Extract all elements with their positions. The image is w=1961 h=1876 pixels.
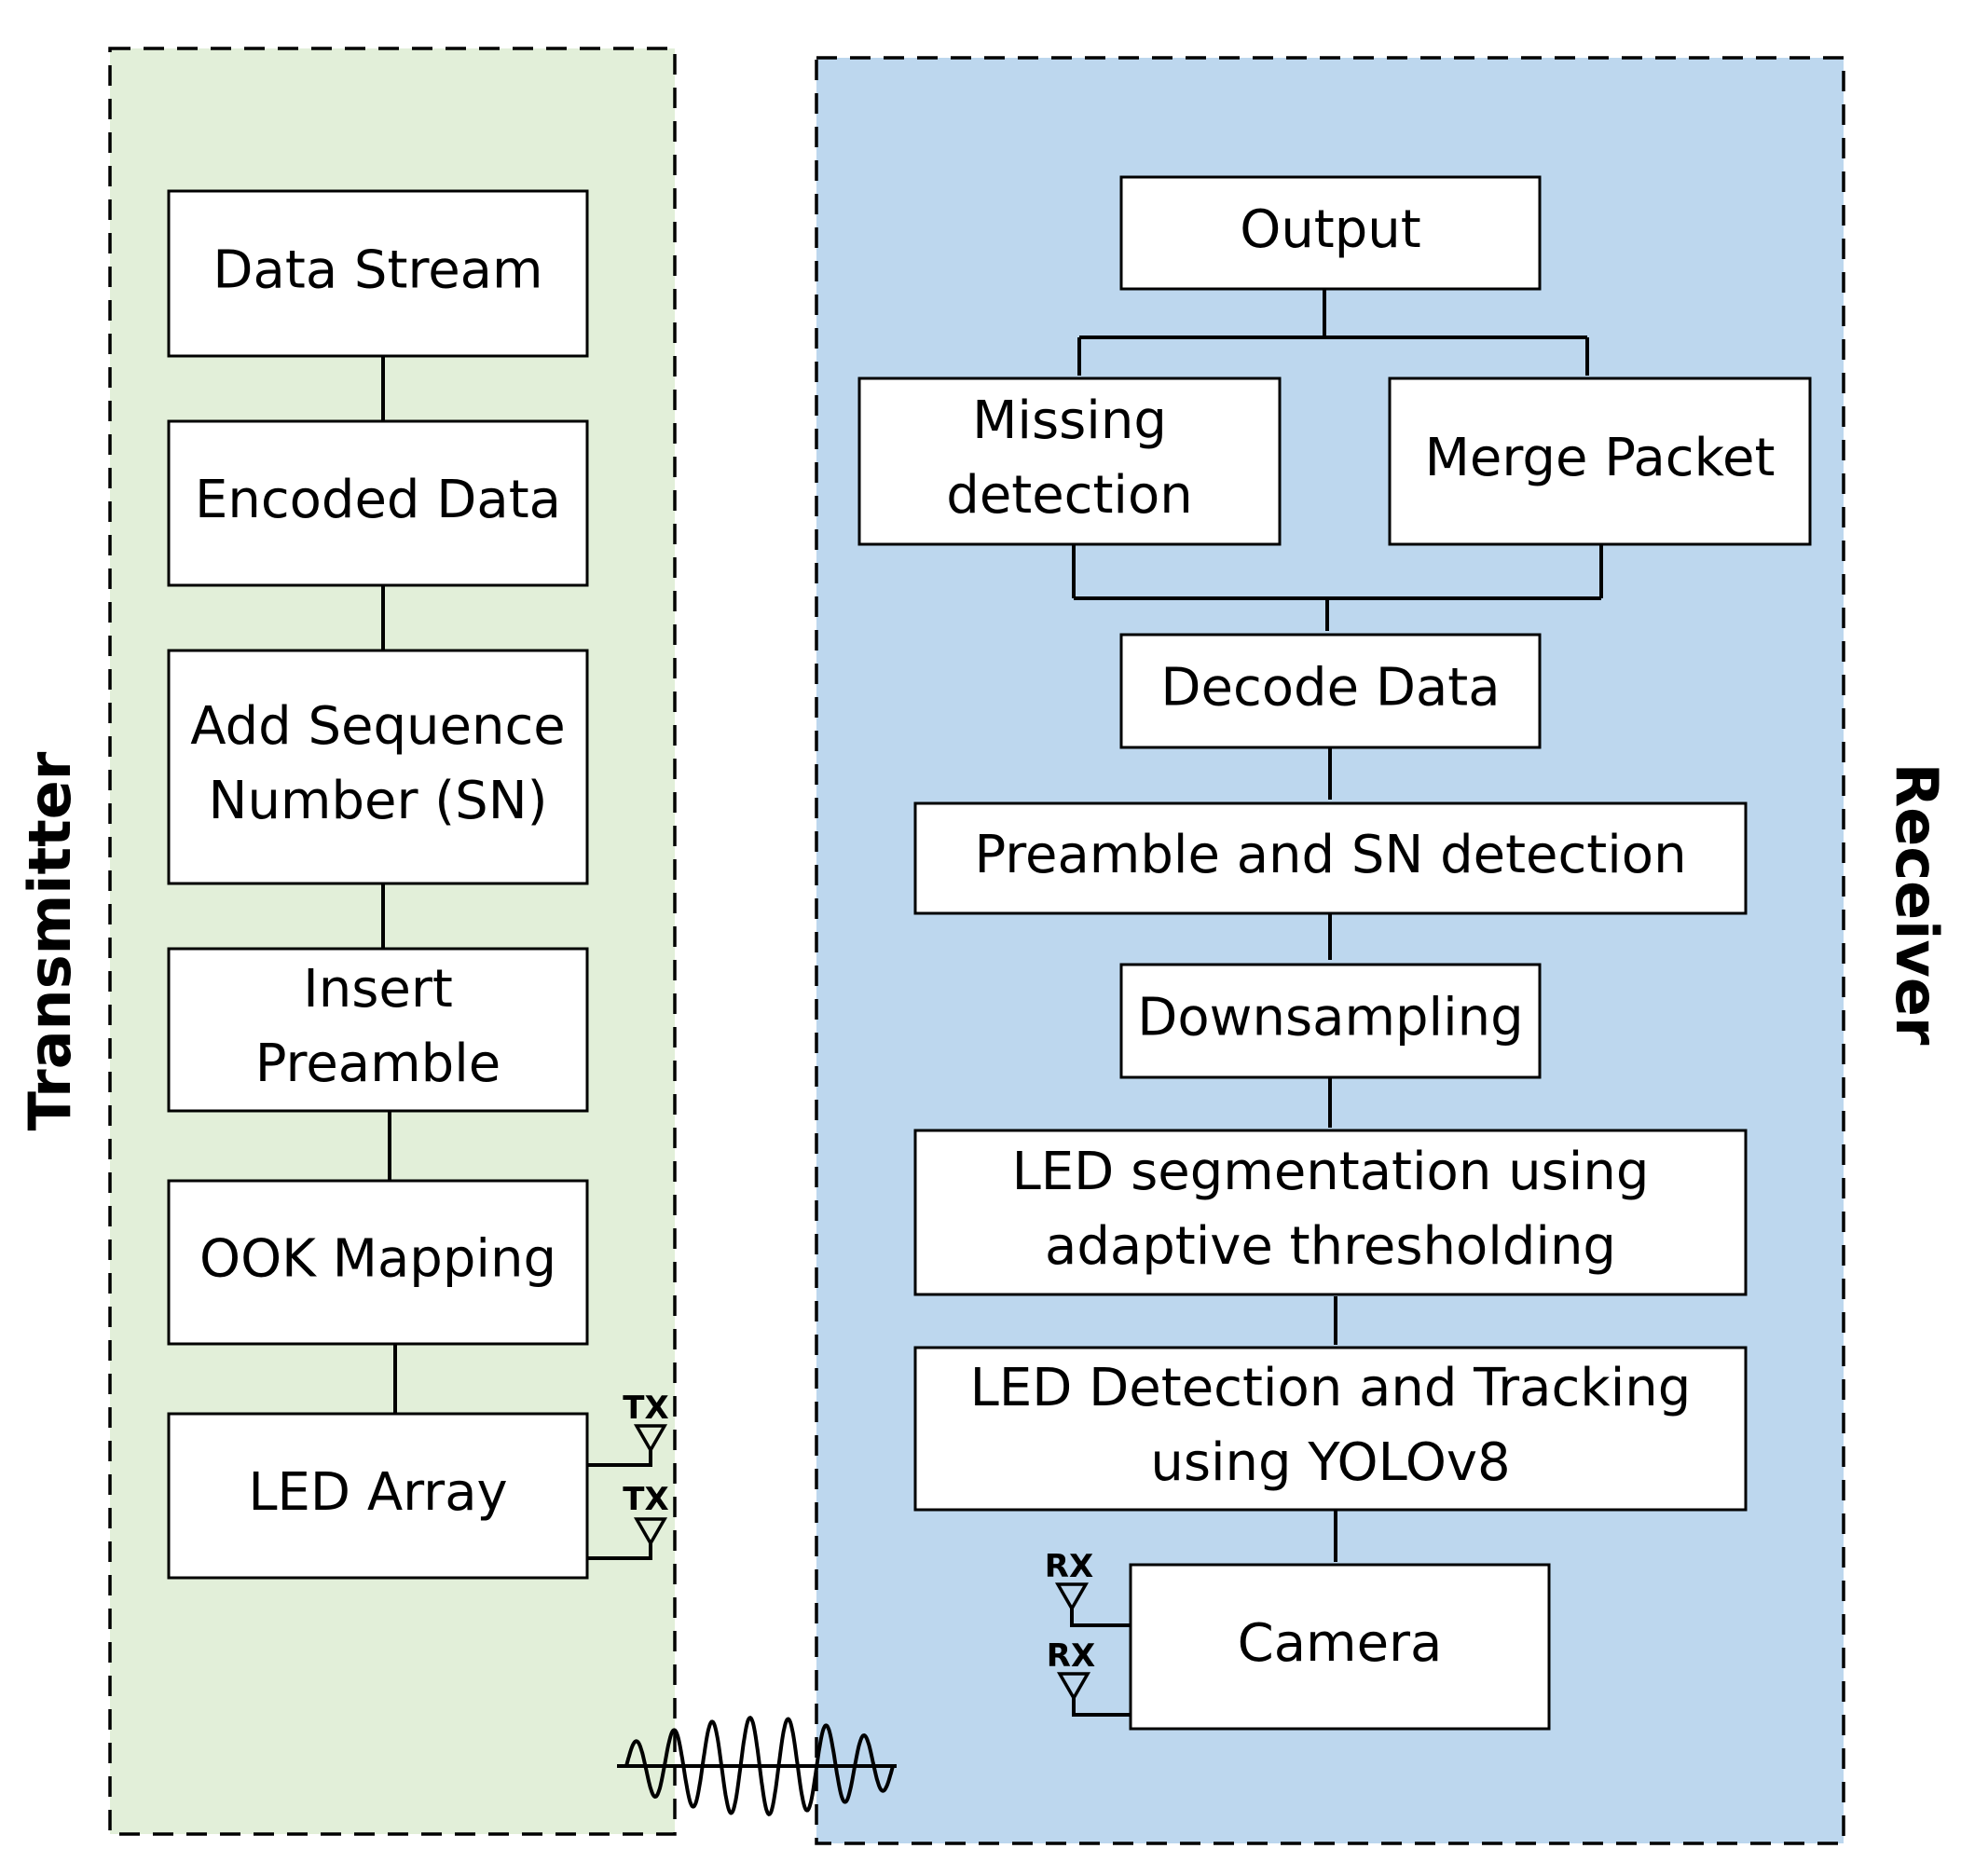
block-led-array-box: [167, 1412, 589, 1580]
block-output-box: [1119, 175, 1542, 291]
block-ook-mapping-label: OOK Mapping: [199, 1229, 556, 1290]
block-insert-preamble-label: Preamble: [255, 1034, 501, 1094]
rx-antenna-label: RX: [1047, 1637, 1095, 1675]
rx-antenna-label: RX: [1045, 1548, 1093, 1585]
tx-antenna-label: TX: [623, 1481, 668, 1518]
block-output-label: Output: [1240, 199, 1421, 260]
receiver-title: Receiver: [1883, 763, 1951, 1046]
transmitter-title: Transmitter: [16, 751, 84, 1130]
block-camera: Camera: [1129, 1563, 1551, 1731]
rx-antennas: RX RX: [1045, 1548, 1131, 1717]
block-preamble-sn-detection: Preamble and SN detection: [913, 801, 1748, 915]
block-merge-packet: Merge Packet: [1388, 377, 1812, 546]
tx-antennas: TX TX: [587, 1390, 669, 1560]
block-data-stream-box: [167, 189, 589, 358]
block-ook-mapping-box: [167, 1179, 589, 1346]
block-preamble-sn-detection-label: Preamble and SN detection: [974, 825, 1686, 885]
block-insert-preamble-label: Insert: [303, 959, 453, 1020]
block-led-detection-tracking-label: using YOLOv8: [1150, 1432, 1510, 1493]
block-downsampling: Downsampling: [1119, 963, 1542, 1079]
receiver-arrows: [1072, 289, 1603, 1562]
block-camera-box: [1129, 1563, 1551, 1731]
block-data-stream-label: Data Stream: [213, 240, 542, 301]
block-decode-data-box: [1119, 633, 1542, 749]
block-led-segmentation-label: adaptive thresholding: [1045, 1216, 1616, 1277]
block-led-array-label: LED Array: [248, 1462, 507, 1523]
block-led-detection-tracking-label: LED Detection and Tracking: [970, 1358, 1692, 1418]
block-camera-label: Camera: [1238, 1613, 1443, 1674]
block-led-detection-tracking: LED Detection and Tracking using YOLOv8: [913, 1346, 1748, 1512]
block-encoded-data: Encoded Data: [167, 419, 589, 587]
block-missing-detection-label: Missing: [972, 390, 1167, 451]
block-ook-mapping: OOK Mapping: [167, 1179, 589, 1346]
block-encoded-data-label: Encoded Data: [195, 470, 561, 530]
block-add-sequence-number-label: Add Sequence: [190, 696, 565, 757]
block-merge-packet-box: [1388, 377, 1812, 546]
block-led-segmentation: LED segmentation using adaptive threshold…: [913, 1129, 1748, 1296]
optical-wave-icon: [617, 1716, 897, 1816]
block-missing-detection-box: [857, 377, 1282, 546]
block-preamble-sn-detection-box: [913, 801, 1748, 915]
block-insert-preamble-box: [167, 947, 589, 1113]
block-add-sequence-number-box: [167, 649, 589, 885]
block-missing-detection-label: detection: [946, 465, 1192, 526]
block-led-array: LED Array: [167, 1412, 589, 1580]
block-data-stream: Data Stream: [167, 189, 589, 358]
block-downsampling-label: Downsampling: [1137, 988, 1523, 1048]
block-add-sequence-number-label: Number (SN): [209, 771, 548, 831]
transmitter-arrows: [381, 356, 397, 1414]
block-output: Output: [1119, 175, 1542, 291]
block-missing-detection: Missing detection: [857, 377, 1282, 546]
block-decode-data: Decode Data: [1119, 633, 1542, 749]
tx-antenna-label: TX: [623, 1390, 668, 1427]
block-merge-packet-label: Merge Packet: [1425, 428, 1776, 488]
block-decode-data-label: Decode Data: [1160, 658, 1500, 719]
block-led-segmentation-label: LED segmentation using: [1012, 1142, 1650, 1202]
block-led-detection-tracking-box: [913, 1346, 1748, 1512]
block-encoded-data-box: [167, 419, 589, 587]
block-led-segmentation-box: [913, 1129, 1748, 1296]
